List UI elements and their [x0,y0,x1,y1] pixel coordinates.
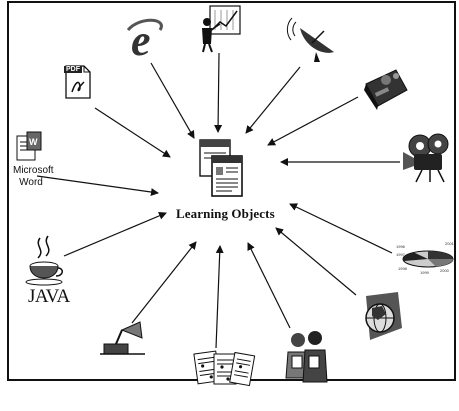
arrow-satellite [245,66,301,134]
svg-text:2001: 2001 [445,241,455,246]
word-label-line2: Word [19,177,43,188]
word-label: Microsoft Word [13,165,54,189]
svg-text:W: W [29,137,38,147]
sheet-music-icon [193,350,256,387]
satellite-dish-icon [286,17,334,62]
arrow-ie [150,62,195,139]
arrow-students [247,242,291,329]
gramophone-icon [100,321,145,355]
word-document-icon: W [16,131,42,161]
center-label: Learning Objects [176,206,275,221]
java-coffee-icon [25,235,63,286]
svg-text:1996: 1996 [396,244,406,249]
svg-text:1999: 1999 [420,270,430,275]
stacked-documents-icon [199,139,243,197]
arrow-gramophone [131,241,197,324]
arrow-presenter [214,52,223,133]
pdf-label: PDF [64,66,82,73]
students-icon [285,331,328,383]
film-camera-icon [403,133,449,183]
arrow-music [215,245,224,349]
arrow-word [36,175,159,196]
presenter-chart-icon [202,5,241,53]
svg-text:1997: 1997 [396,252,406,257]
arrow-globe [275,227,357,296]
java-label: JAVA [28,286,70,307]
internet-explorer-icon: e [126,16,163,65]
arrow-pdf [94,107,171,158]
projector-icon [364,69,408,110]
arrow-pie [289,203,393,254]
svg-text:e: e [131,16,151,65]
svg-text:2000: 2000 [440,268,450,273]
word-label-line1: Microsoft [13,165,54,176]
globe-icon [365,292,402,340]
arrow-projector [267,96,359,146]
arrow-java [63,212,167,257]
pie-chart-icon: 1996 1997 1998 1999 2000 2001 [396,241,455,275]
arrows [36,52,400,349]
svg-text:1998: 1998 [398,266,408,271]
